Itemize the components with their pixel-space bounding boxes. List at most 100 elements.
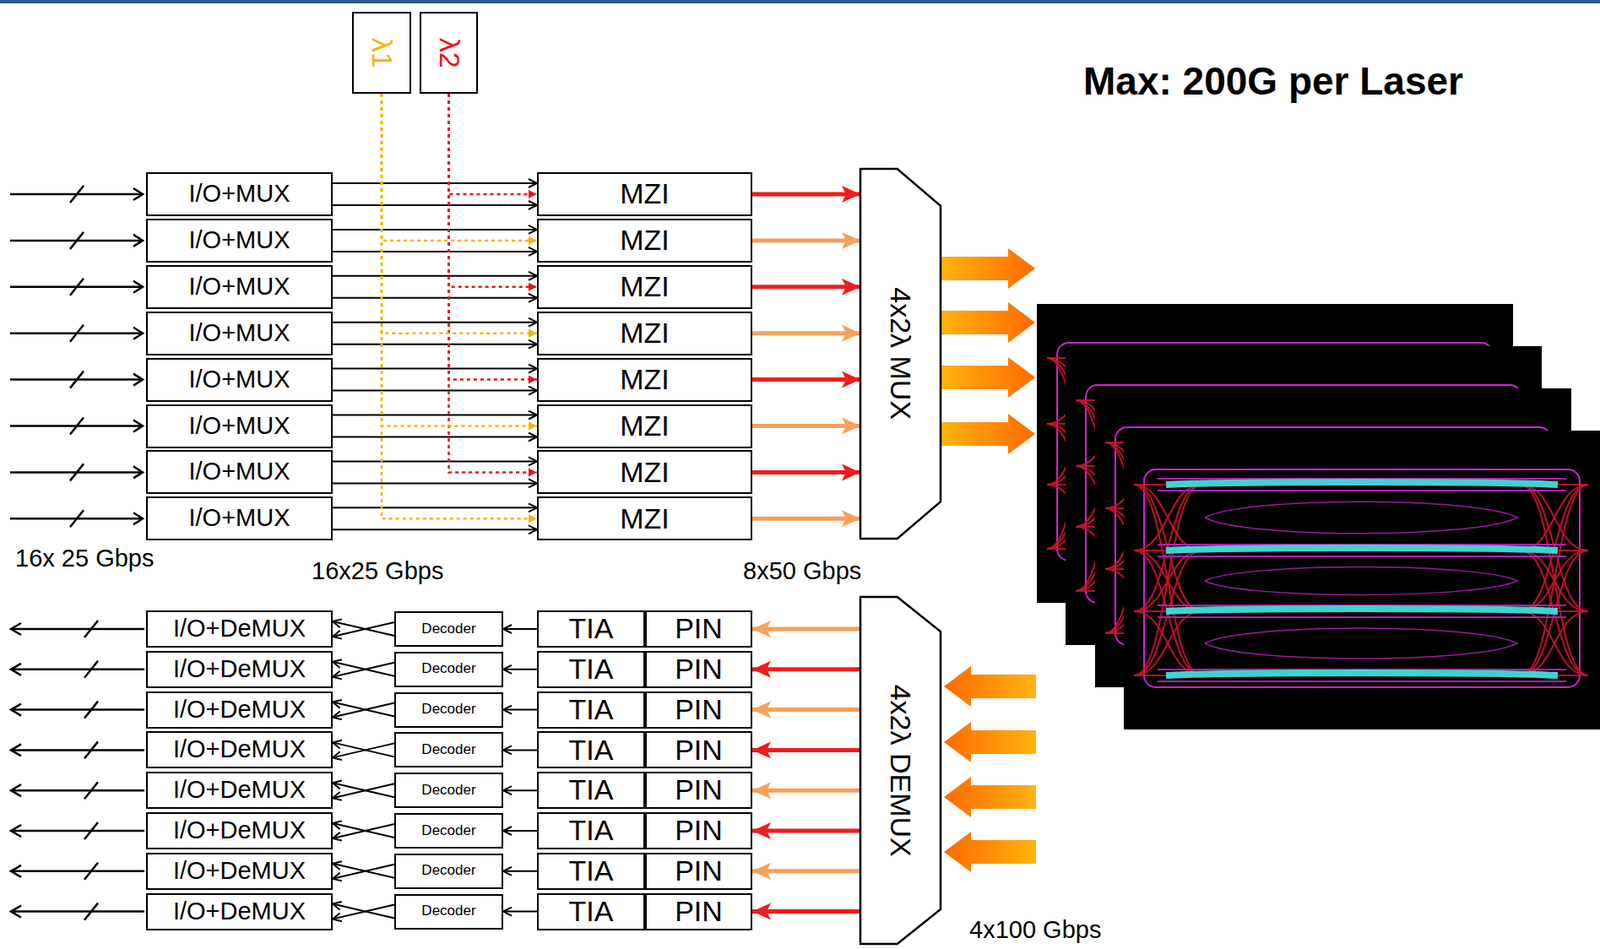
node-text: PIN bbox=[674, 653, 723, 685]
signal-line bbox=[332, 460, 537, 462]
optical-arrow bbox=[752, 470, 861, 475]
node-text: λ1 bbox=[365, 37, 397, 69]
trapezoid-outline bbox=[860, 596, 941, 944]
io-mux-box: I/O+MUX bbox=[146, 496, 333, 541]
node-text: PIN bbox=[674, 734, 723, 766]
eye-diagram bbox=[1123, 430, 1600, 730]
arrow-head bbox=[10, 905, 22, 918]
optical-arrow bbox=[752, 788, 861, 793]
laser-feed bbox=[449, 93, 538, 288]
bus-slash bbox=[70, 278, 84, 296]
tia-box: TIA bbox=[536, 731, 646, 769]
signal-line bbox=[503, 829, 537, 832]
node-text: TIA bbox=[569, 612, 614, 645]
node-text: Decoder bbox=[421, 782, 476, 799]
optical-arrow bbox=[752, 238, 861, 243]
bus-line bbox=[11, 829, 145, 833]
optical-arrow bbox=[752, 909, 861, 914]
signal-line bbox=[503, 870, 537, 873]
signal-line bbox=[332, 662, 395, 678]
node-text: Decoder bbox=[421, 621, 476, 638]
modulator-box: MZI bbox=[536, 357, 753, 402]
node-text: I/O+DeMUX bbox=[173, 736, 306, 764]
optical-arrow bbox=[752, 707, 861, 712]
laser-feed bbox=[449, 93, 538, 380]
bus-slash bbox=[84, 701, 98, 719]
signal-line bbox=[503, 628, 537, 630]
arrow-head bbox=[133, 188, 143, 201]
wdm-demux: 4x2λ DEMUX bbox=[860, 596, 941, 944]
arrow-head bbox=[133, 420, 143, 433]
decoder-box: Decoder bbox=[394, 732, 504, 768]
node-text: Decoder bbox=[421, 823, 476, 840]
laser-feed bbox=[449, 93, 538, 472]
tia-box: TIA bbox=[536, 650, 646, 689]
optical-arrow bbox=[752, 748, 861, 753]
tia-box: TIA bbox=[536, 691, 646, 729]
bus-slash bbox=[70, 417, 84, 435]
signal-line bbox=[332, 742, 395, 757]
node-text: PIN bbox=[674, 612, 723, 645]
signal-line bbox=[332, 228, 537, 231]
optical-arrow bbox=[752, 330, 861, 336]
node-text: TIA bbox=[569, 895, 614, 928]
modulator-box: MZI bbox=[536, 450, 753, 494]
bus-line bbox=[11, 628, 145, 631]
signal-line bbox=[332, 368, 537, 370]
wdm-mux: 4x2λ MUX bbox=[860, 168, 941, 539]
optical-arrow bbox=[752, 868, 861, 874]
node-text: MZI bbox=[619, 317, 670, 349]
laser-box: λ2 bbox=[419, 11, 478, 94]
node-text: I/O+MUX bbox=[188, 458, 290, 486]
modulator-box: MZI bbox=[536, 404, 753, 449]
rate-label: 8x50 Gbps bbox=[743, 557, 862, 586]
decoder-box: Decoder bbox=[394, 772, 504, 809]
laser-feed bbox=[449, 93, 538, 195]
decoder-box: Decoder bbox=[394, 692, 504, 728]
optical-output-arrow bbox=[940, 413, 1036, 455]
node-text: I/O+MUX bbox=[188, 227, 290, 255]
photodiode-box: PIN bbox=[645, 650, 753, 689]
io-mux-box: I/O+MUX bbox=[146, 172, 333, 217]
node-text: I/O+DeMUX bbox=[173, 776, 306, 804]
io-mux-box: I/O+MUX bbox=[146, 450, 333, 494]
bus-slash bbox=[70, 185, 84, 203]
optical-input-arrow bbox=[943, 666, 1036, 707]
signal-line bbox=[332, 390, 537, 392]
node-text: I/O+DeMUX bbox=[173, 656, 306, 684]
optical-output-arrow bbox=[940, 248, 1036, 289]
rate-label: 4x100 Gbps bbox=[969, 916, 1102, 944]
node-text: TIA bbox=[569, 814, 614, 847]
laser-feed bbox=[381, 93, 537, 241]
laser-feed bbox=[381, 93, 537, 519]
arrow-head bbox=[133, 374, 143, 386]
arrow-head bbox=[133, 281, 143, 293]
bus-slash bbox=[84, 620, 98, 638]
io-demux-box: I/O+DeMUX bbox=[146, 691, 333, 729]
node-text: I/O+DeMUX bbox=[173, 817, 306, 845]
modulator-box: MZI bbox=[536, 172, 753, 217]
io-demux-box: I/O+DeMUX bbox=[146, 731, 333, 769]
node-text: I/O+DeMUX bbox=[173, 857, 306, 885]
node-text: PIN bbox=[674, 774, 723, 806]
optical-arrow bbox=[752, 627, 861, 632]
slide-title: Max: 200G per Laser bbox=[1083, 59, 1464, 104]
signal-line bbox=[503, 911, 537, 913]
node-text: I/O+MUX bbox=[188, 504, 290, 532]
signal-line bbox=[332, 863, 395, 879]
optical-input-arrow bbox=[943, 831, 1036, 873]
io-demux-box: I/O+DeMUX bbox=[146, 610, 333, 648]
bus-slash bbox=[84, 862, 98, 880]
node-text: PIN bbox=[674, 895, 723, 928]
optical-arrow bbox=[752, 667, 861, 672]
node-text: TIA bbox=[569, 855, 614, 887]
node-text: MZI bbox=[619, 503, 670, 535]
arrow-head bbox=[133, 234, 143, 247]
io-demux-box: I/O+DeMUX bbox=[146, 893, 333, 931]
tia-box: TIA bbox=[536, 852, 646, 890]
photodiode-box: PIN bbox=[645, 812, 753, 850]
io-demux-box: I/O+DeMUX bbox=[146, 771, 333, 809]
arrow-head bbox=[133, 512, 143, 525]
node-text: 4x2λ DEMUX bbox=[884, 683, 917, 857]
signal-line bbox=[332, 661, 395, 677]
